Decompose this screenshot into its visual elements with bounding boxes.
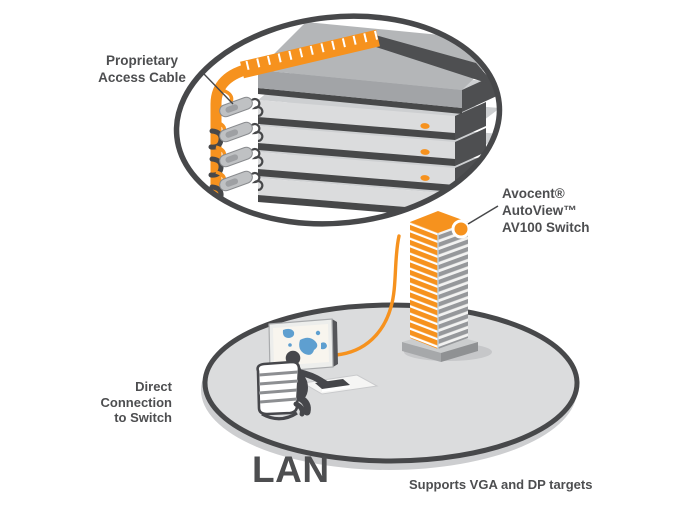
- label-line: AV100 Switch: [502, 220, 590, 235]
- direct-connection-label: Direct Connection to Switch: [82, 379, 173, 426]
- lan-title: LAN: [252, 449, 330, 490]
- operator-workstation: [256, 318, 379, 421]
- chair-base: [261, 411, 298, 421]
- chair-slats: [258, 370, 299, 404]
- tower-right-face: [438, 222, 468, 349]
- chair-back: [256, 360, 301, 416]
- operator-arm: [294, 368, 330, 388]
- keyboard: [315, 379, 350, 389]
- label-line: Connection: [100, 394, 173, 410]
- cable-leader-line: [202, 72, 234, 105]
- label-line: AutoView™: [502, 203, 577, 218]
- connector-pigtails: [251, 97, 264, 192]
- tower-top-face: [410, 211, 468, 233]
- switch-marker-dot: [451, 219, 471, 239]
- proprietary-access-cables: [208, 29, 380, 206]
- office-chair: [256, 360, 305, 421]
- chair-seat: [293, 401, 305, 417]
- tower-base-left: [402, 342, 441, 362]
- switch-leader-line: [467, 205, 499, 225]
- monitor-with-map: [268, 318, 338, 373]
- cable-bundle-side: [210, 62, 254, 206]
- tower-left-face: [410, 222, 438, 349]
- server-led: [420, 149, 430, 155]
- operator-leg: [296, 394, 311, 416]
- label-line: Access Cable: [98, 70, 186, 85]
- av100-switch-label: Avocent® AutoView™ AV100 Switch: [502, 185, 590, 236]
- label-line: Avocent®: [502, 186, 565, 201]
- monitor-side: [332, 319, 338, 367]
- av100-switch-tower: [402, 211, 492, 362]
- keyboard-edge: [322, 385, 350, 392]
- closeup-ellipse-ring: [173, 13, 503, 227]
- server-stack: [258, 22, 510, 218]
- cable-separators: [243, 30, 379, 71]
- proprietary-access-cable-label: Proprietary Access Cable: [62, 52, 222, 86]
- supports-note: Supports VGA and DP targets: [409, 477, 593, 492]
- server-led: [420, 175, 430, 181]
- access-cable-closeup: [166, 0, 510, 240]
- label-line: Proprietary: [105, 53, 179, 68]
- label-line: Direct: [135, 379, 172, 394]
- tower-base-right: [441, 342, 478, 362]
- access-cable-connectors: [219, 96, 253, 192]
- map-graphic: [282, 328, 327, 355]
- dark-cable-wedge: [368, 33, 496, 86]
- server-led: [420, 123, 430, 129]
- orange-connection-cable: [334, 234, 401, 357]
- label-line: to Switch: [114, 410, 172, 425]
